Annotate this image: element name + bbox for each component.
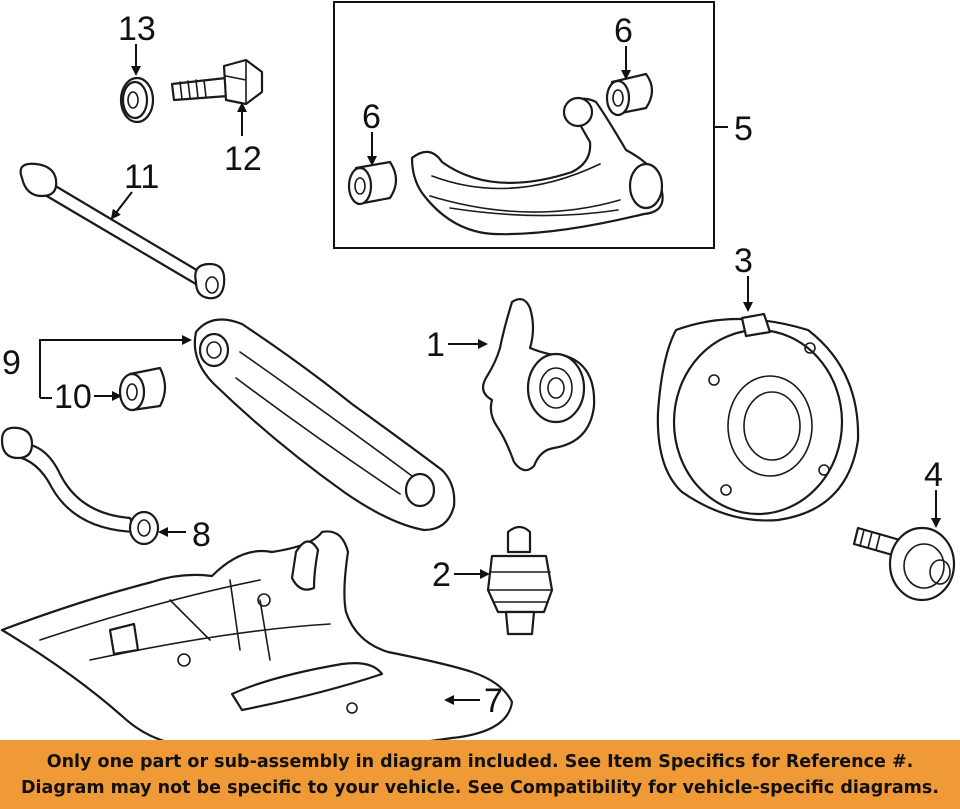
bushing-part-6-right	[605, 72, 654, 117]
notice-line-2: Diagram may not be specific to your vehi…	[21, 777, 939, 798]
callout-2[interactable]: 2	[432, 556, 451, 594]
notice-banner: Only one part or sub-assembly in diagram…	[0, 740, 960, 809]
callout-10[interactable]: 10	[54, 378, 92, 416]
hub-bolt-part-4	[852, 526, 956, 602]
callout-13[interactable]: 13	[118, 10, 156, 48]
upper-control-arm-part-5	[410, 96, 664, 236]
callout-8[interactable]: 8	[192, 516, 211, 554]
notice-line-1: Only one part or sub-assembly in diagram…	[46, 751, 914, 772]
callout-7[interactable]: 7	[484, 682, 503, 720]
callout-11[interactable]: 11	[124, 158, 159, 196]
bushing-part-10	[118, 366, 167, 412]
callout-5[interactable]: 5	[734, 110, 753, 148]
knuckle-part-1	[481, 298, 596, 472]
assembly-box	[333, 1, 715, 249]
callout-9[interactable]: 9	[2, 344, 21, 382]
callout-3[interactable]: 3	[734, 242, 753, 280]
toe-link-part-8	[0, 426, 160, 546]
splash-shield-part-7	[0, 530, 514, 740]
callout-1[interactable]: 1	[426, 326, 445, 364]
lateral-link-part-11	[19, 162, 226, 300]
trailing-arm-part-9	[193, 318, 456, 532]
callout-6-left[interactable]: 6	[362, 98, 381, 136]
washer-part-13	[119, 76, 155, 124]
bushing-part-6-left	[347, 160, 398, 206]
hub-bearing-part-3	[656, 312, 860, 522]
bolt-part-12	[170, 58, 264, 106]
parts-diagram: 13 12 11 5 6 6	[0, 1, 956, 740]
callout-4[interactable]: 4	[924, 456, 943, 494]
ball-joint-part-2	[486, 525, 554, 636]
callout-12[interactable]: 12	[224, 140, 262, 178]
callout-6-right[interactable]: 6	[614, 12, 633, 50]
